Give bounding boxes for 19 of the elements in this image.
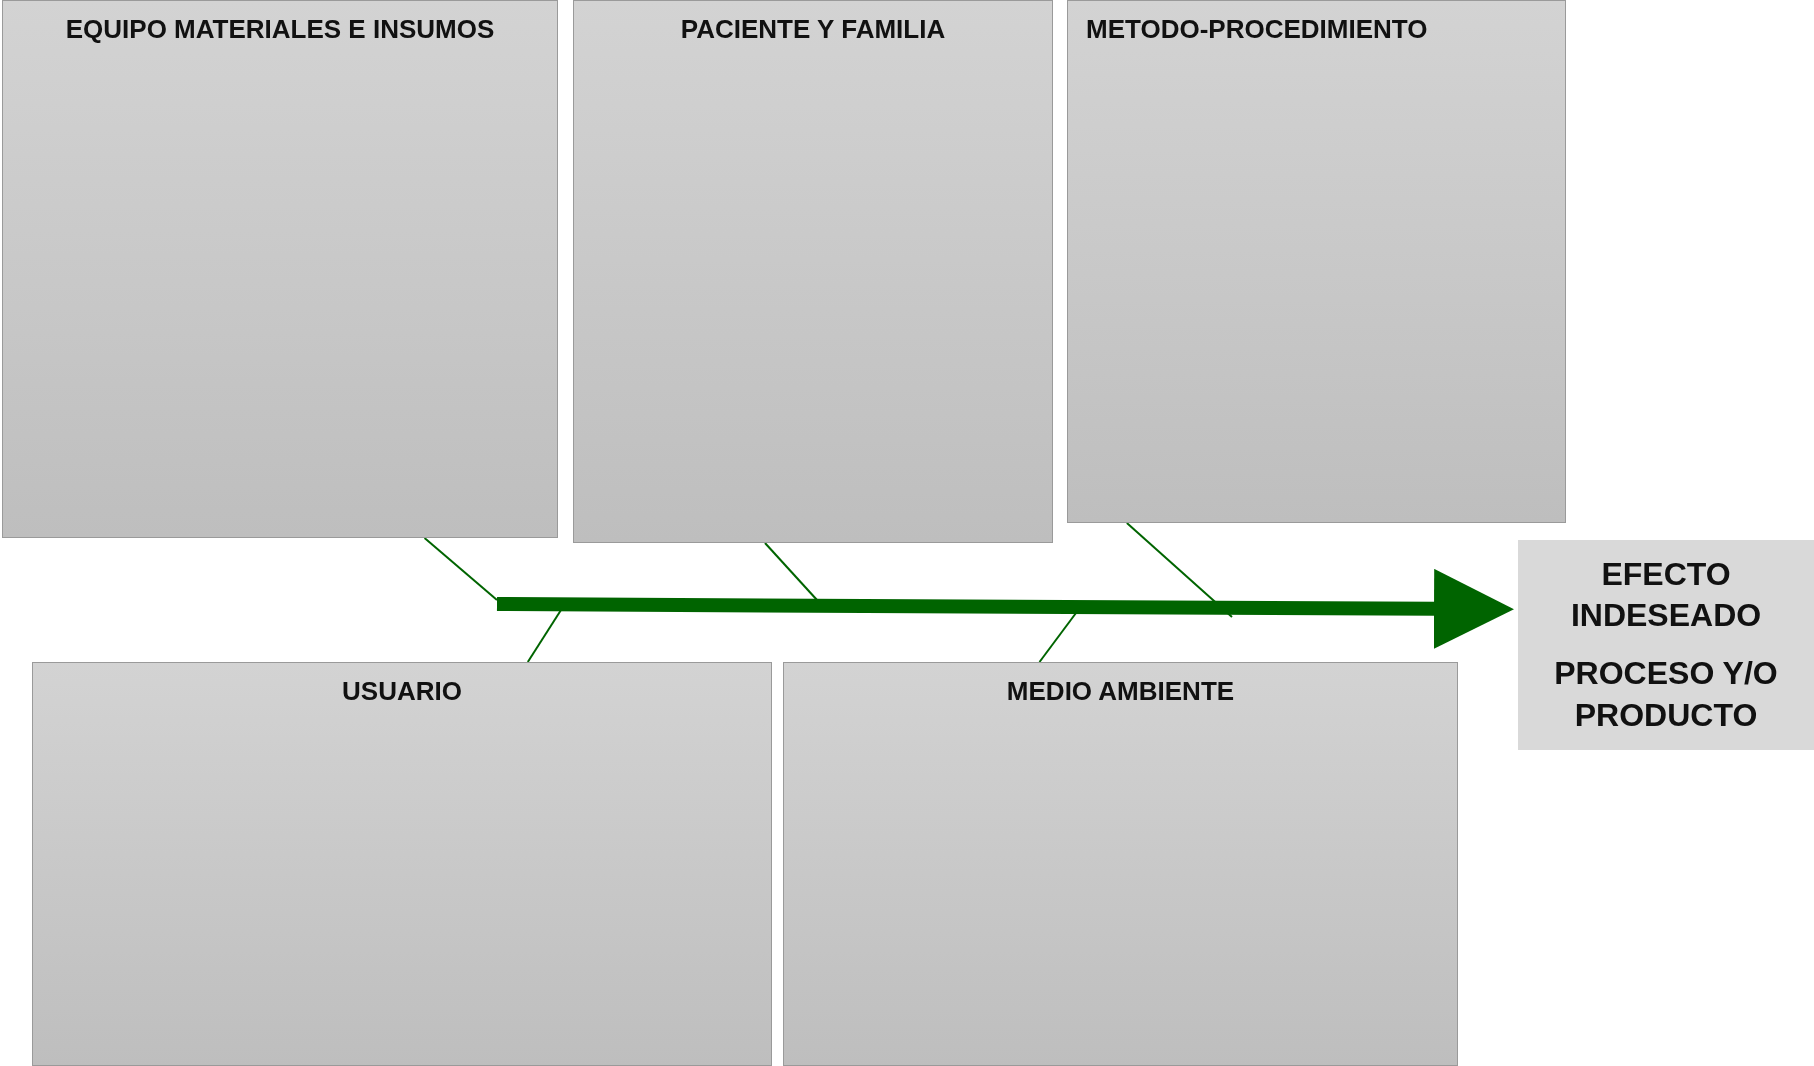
category-box: [32, 662, 772, 1066]
effect-label: PROCESO Y/O PRODUCTO: [1553, 654, 1779, 735]
effect-box: [1518, 540, 1814, 750]
branch-line: [423, 537, 498, 601]
category-heading: PACIENTE Y FAMILIA: [679, 13, 947, 46]
category-box: [573, 0, 1053, 543]
branch-line: [764, 542, 818, 601]
category-heading: EQUIPO MATERIALES E INSUMOS: [64, 13, 496, 46]
effect-label: EFECTO INDESEADO: [1569, 554, 1763, 636]
branch-line: [1125, 522, 1233, 618]
category-box: [1067, 0, 1566, 523]
branch-line: [1038, 612, 1077, 663]
branch-line: [526, 609, 562, 663]
category-heading: USUARIO: [341, 675, 463, 708]
spine-arrow: [496, 568, 1514, 649]
category-box: [783, 662, 1458, 1066]
category-heading: MEDIO AMBIENTE: [1005, 675, 1236, 708]
category-heading: METODO-PROCEDIMIENTO: [1086, 13, 1428, 46]
category-box: [2, 0, 558, 538]
